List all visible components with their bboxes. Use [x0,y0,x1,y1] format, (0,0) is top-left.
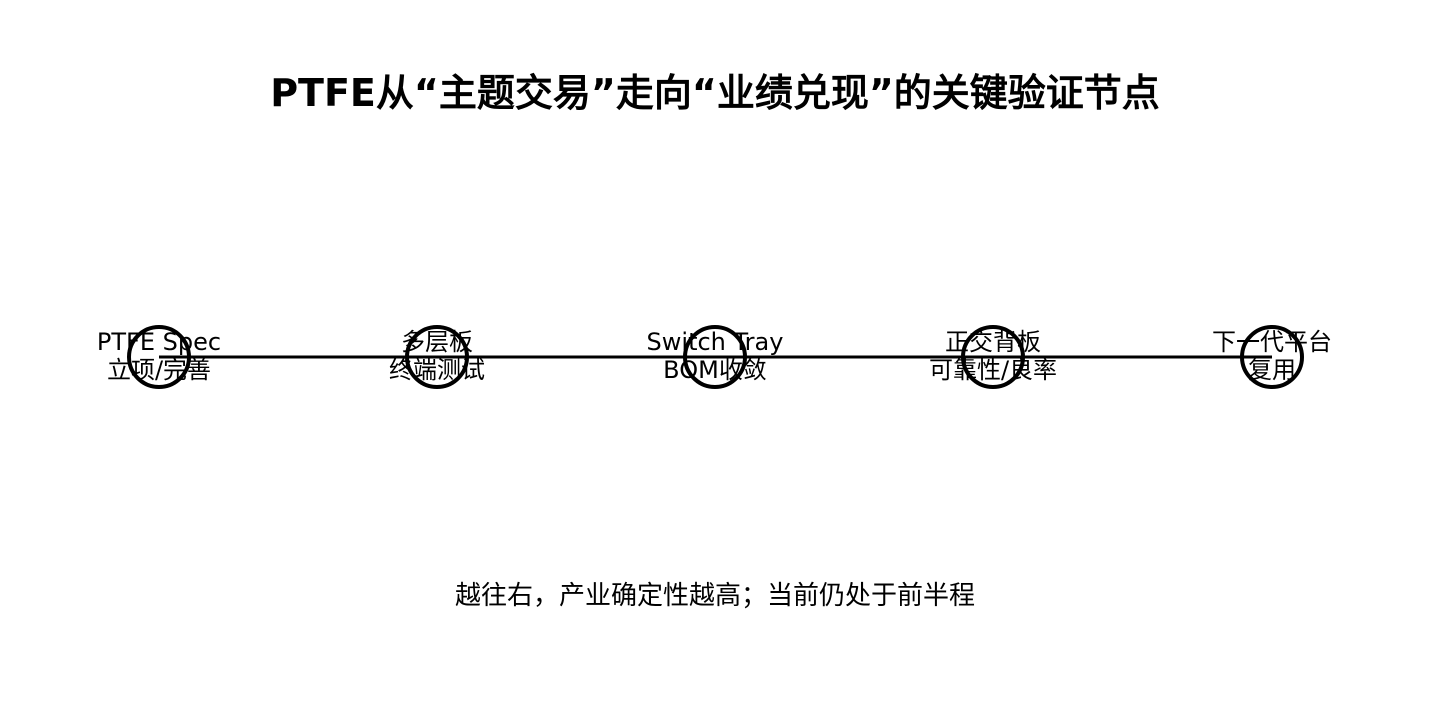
node-label-1-line2: 立项/完善 [106,356,212,384]
node-label-5: 下一代平台 复用 [1162,328,1382,384]
diagram-caption: 越往右，产业确定性越高；当前仍处于前半程 [454,581,975,611]
node-label-5-line2: 复用 [1248,356,1296,384]
diagram-title: PTFE从“主题交易”走向“业绩兑现”的关键验证节点 [270,71,1160,115]
timeline-node-5 [1240,325,1304,389]
node-label-4: 正交背板 可靠性/良率 [883,328,1103,384]
node-label-2-line1: 多层板 [401,328,473,356]
timeline-node-3 [683,325,747,389]
timeline-node-4 [961,325,1025,389]
node-label-3: Switch Tray BOM收敛 [605,328,825,384]
node-label-3-line1: Switch Tray [646,328,784,356]
node-label-1: PTFE Spec 立项/完善 [49,328,269,384]
timeline-node-1 [127,325,191,389]
node-label-2-line2: 终端测试 [389,356,485,384]
timeline-node-2 [405,325,469,389]
node-label-2: 多层板 终端测试 [327,328,547,384]
node-label-1-line1: PTFE Spec [96,328,222,356]
node-label-4-line1: 正交背板 [945,328,1041,356]
node-label-3-line2: BOM收敛 [663,356,767,384]
node-label-5-line1: 下一代平台 [1212,328,1332,356]
node-label-4-line2: 可靠性/良率 [928,356,1058,384]
